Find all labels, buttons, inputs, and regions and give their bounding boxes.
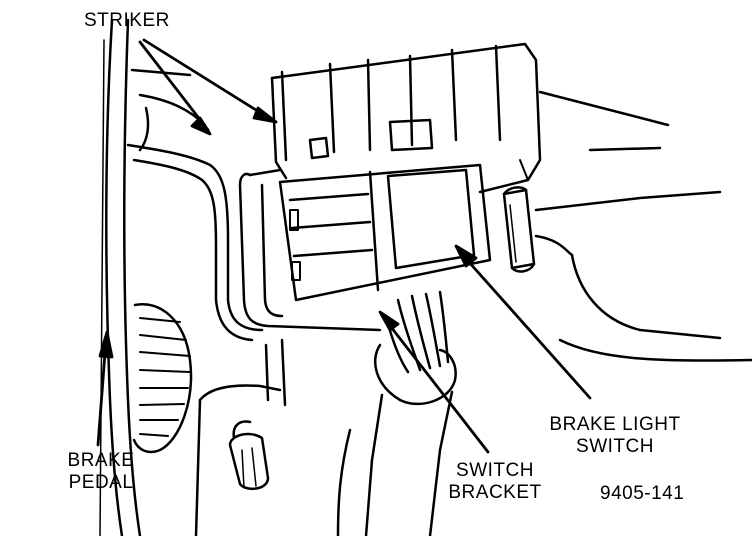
pedal-pad	[132, 303, 193, 454]
switch-bracket-arrowhead	[378, 310, 400, 332]
brake-pedal-arm	[126, 68, 264, 342]
brake-light-switch-arrowhead	[454, 244, 478, 268]
dash-panel	[534, 90, 752, 362]
striker-arrowhead-2	[252, 106, 278, 124]
lower-bracket	[194, 338, 287, 538]
brake-pedal-arrowhead	[98, 330, 114, 359]
connector-housing	[270, 42, 542, 194]
striker-leader-2	[142, 38, 274, 122]
brake-light-switch-label-line1: BRAKE LIGHT	[549, 414, 681, 435]
switch-bracket-label-line1: SWITCH	[456, 460, 534, 481]
striker-leader-1	[138, 40, 210, 132]
switch-bracket-leader	[382, 316, 490, 454]
wire-harness	[336, 290, 457, 538]
striker-arrowhead-1	[190, 116, 212, 136]
brake-pedal-label-line2: PEDAL	[68, 472, 134, 493]
striker-label: STRIKER	[84, 10, 170, 31]
switch-bracket-plate	[238, 168, 382, 332]
brake-pedal-label: BRAKE PEDAL	[58, 450, 144, 494]
brake-light-switch-leader	[458, 250, 592, 400]
leader-lines[interactable]	[96, 38, 592, 454]
figure-number: 9405-141	[600, 483, 685, 504]
brake-light-switch-label-line2: SWITCH	[576, 436, 654, 457]
switch-bracket-label: SWITCH BRACKET	[440, 460, 550, 504]
brake-light-switch-label: BRAKE LIGHT SWITCH	[540, 414, 690, 458]
brake-pedal-label-line1: BRAKE	[67, 450, 135, 471]
switch-body	[278, 163, 492, 302]
switch-plunger	[502, 186, 536, 273]
switch-bracket-label-line2: BRACKET	[448, 482, 542, 503]
